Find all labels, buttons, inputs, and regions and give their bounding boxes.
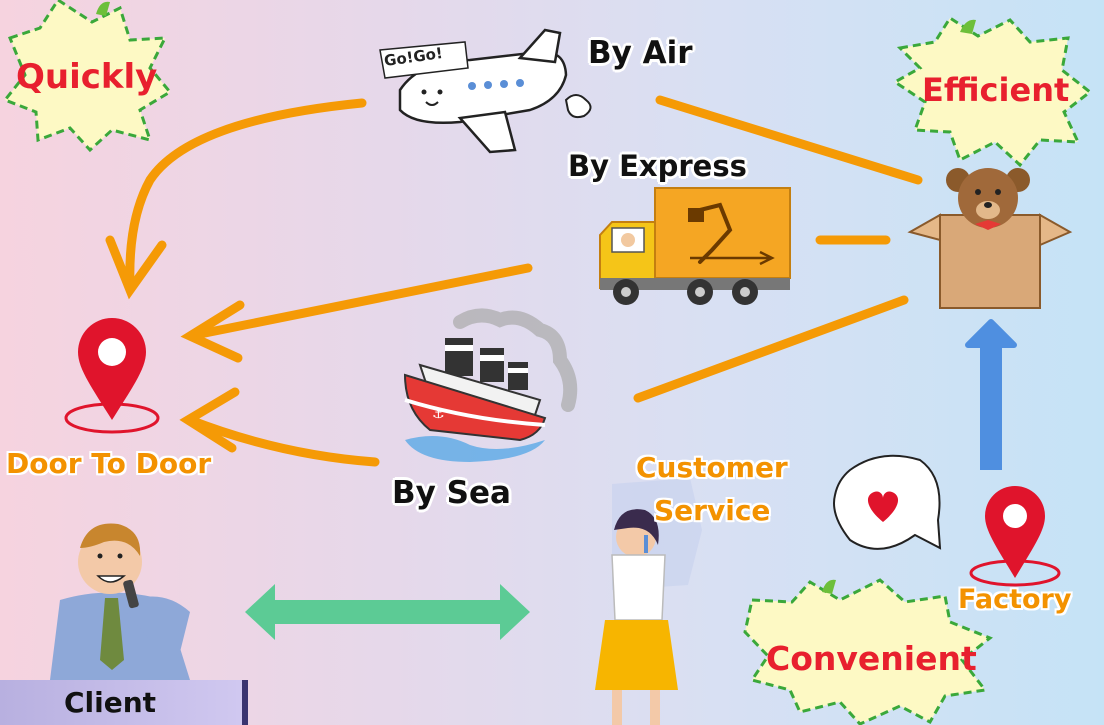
teddy-bear-box-icon — [907, 168, 1073, 309]
by-sea-label: By Sea — [392, 475, 511, 511]
customer-service-agent-icon — [595, 478, 702, 725]
express-route-arrow — [190, 263, 533, 340]
factory-pin-icon — [969, 486, 1061, 587]
heart-speech-bubble-icon — [833, 454, 942, 550]
factory-label: Factory — [958, 584, 1072, 615]
sea-arrowhead — [179, 387, 240, 453]
door-to-door-pin-icon — [64, 317, 160, 434]
delivery-truck-icon — [599, 187, 791, 305]
svg-text:⚓: ⚓ — [432, 406, 445, 422]
client-label-bar: Client — [0, 680, 248, 725]
airplane-icon — [379, 28, 592, 154]
leaf-icon — [960, 19, 976, 34]
customer-service-label-line2: Service — [654, 494, 771, 527]
quickly-burst — [2, 0, 173, 153]
leaf-icon — [822, 579, 836, 594]
client-man-icon — [50, 523, 190, 680]
client-service-exchange-arrow — [245, 584, 530, 640]
efficient-burst — [892, 15, 1093, 168]
quickly-label: Quickly — [16, 57, 158, 97]
door-to-door-label: Door To Door — [6, 447, 212, 480]
steamship-icon: ⚓ — [403, 308, 578, 462]
express-arrowhead — [180, 300, 245, 363]
leaf-icon — [96, 1, 110, 16]
route-arrows — [105, 95, 923, 467]
factory-up-arrow — [965, 319, 1017, 470]
by-express-label: By Express — [568, 149, 747, 183]
air-route-arrow — [125, 98, 367, 290]
client-label: Client — [64, 686, 157, 719]
customer-service-label-line1: Customer — [636, 451, 788, 484]
convenient-burst — [743, 578, 993, 725]
by-air-label: By Air — [588, 35, 693, 71]
sea-link-line — [633, 295, 909, 403]
air-arrowhead — [105, 235, 167, 300]
air-link-line — [655, 95, 923, 185]
efficient-label: Efficient — [922, 71, 1070, 109]
sea-route-arrow — [185, 415, 380, 467]
convenient-label: Convenient — [766, 639, 977, 678]
